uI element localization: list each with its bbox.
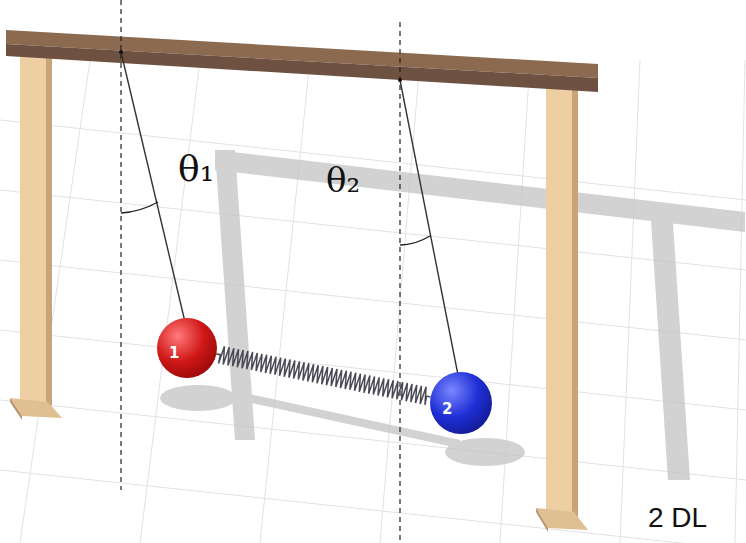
vertical-reference bbox=[121, 0, 400, 543]
ball-number: 1 bbox=[169, 344, 179, 362]
angle-label: θ₂ bbox=[326, 160, 360, 200]
wooden-frame bbox=[6, 30, 598, 532]
floor-grid bbox=[0, 60, 746, 543]
frame-shadow bbox=[160, 150, 745, 480]
pendulum-ball: 1 bbox=[157, 318, 217, 378]
ball-number: 2 bbox=[442, 400, 452, 418]
pendulum-ball: 2 bbox=[430, 372, 492, 434]
caption-note: 2 DL bbox=[648, 502, 707, 534]
angle-arc bbox=[121, 202, 430, 245]
pivot bbox=[119, 50, 402, 82]
angle-label: θ₁ bbox=[178, 148, 214, 189]
coil-spring bbox=[216, 346, 430, 405]
